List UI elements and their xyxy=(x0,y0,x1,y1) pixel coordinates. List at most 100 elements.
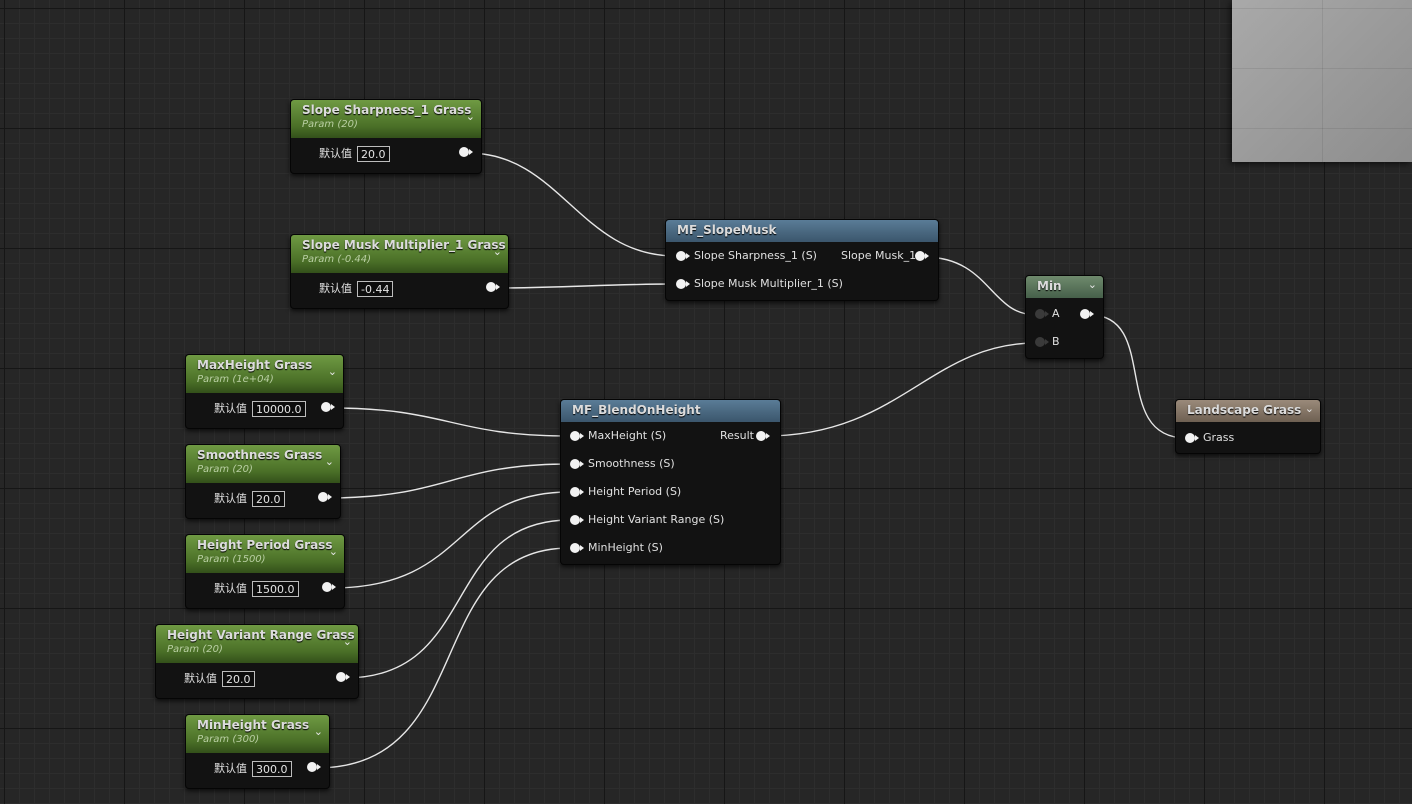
node-header[interactable]: Height Variant Range Grass Param (20) ⌄ xyxy=(156,625,358,663)
node-header[interactable]: MaxHeight Grass Param (1e+04) ⌄ xyxy=(186,355,343,393)
preview-viewport[interactable] xyxy=(1232,0,1412,162)
output-pin-result[interactable] xyxy=(756,431,770,441)
node-title: MaxHeight Grass xyxy=(197,358,313,372)
node-subtitle: Param (1500) xyxy=(197,554,266,565)
output-pin[interactable] xyxy=(307,762,321,772)
default-value-label: 默认值 xyxy=(319,282,352,295)
default-value-input[interactable]: 20.0 xyxy=(222,671,255,687)
node-title: MF_BlendOnHeight xyxy=(572,403,701,417)
param-node-height-period[interactable]: Height Period Grass Param (1500) ⌄ 默认值 1… xyxy=(185,534,345,609)
wire-min-to-landscape xyxy=(1089,314,1187,439)
node-header[interactable]: MF_BlendOnHeight xyxy=(561,400,780,422)
input-label: MinHeight (S) xyxy=(588,541,663,554)
chevron-down-icon[interactable]: ⌄ xyxy=(342,635,352,648)
input-pin-a[interactable] xyxy=(1035,309,1049,319)
input-pin-smoothness[interactable] xyxy=(570,459,584,469)
input-label: A xyxy=(1052,307,1060,320)
node-subtitle: Param (1e+04) xyxy=(197,374,274,385)
default-value-label: 默认值 xyxy=(214,402,247,415)
wire-height-variant xyxy=(344,519,571,679)
wire-smoothness xyxy=(325,463,571,499)
min-node[interactable]: Min ⌄ A B xyxy=(1025,275,1104,359)
default-value-label: 默认值 xyxy=(214,582,247,595)
input-label: Grass xyxy=(1203,431,1235,444)
input-label: Slope Musk Multiplier_1 (S) xyxy=(694,277,843,290)
output-label: Result xyxy=(720,429,754,442)
input-pin-height-period[interactable] xyxy=(570,487,584,497)
default-value-input[interactable]: 1500.0 xyxy=(252,581,299,597)
node-title: Height Variant Range Grass xyxy=(167,628,355,642)
node-header[interactable]: Smoothness Grass Param (20) ⌄ xyxy=(186,445,340,483)
input-label: Slope Sharpness_1 (S) xyxy=(694,249,817,262)
input-pin-height-variant-range[interactable] xyxy=(570,515,584,525)
default-value-input[interactable]: -0.44 xyxy=(357,281,394,297)
output-pin[interactable] xyxy=(318,492,332,502)
input-pin-min-height[interactable] xyxy=(570,543,584,553)
landscape-grass-node[interactable]: Landscape Grass ⌄ Grass xyxy=(1175,399,1321,454)
node-header[interactable]: Landscape Grass ⌄ xyxy=(1176,400,1320,422)
input-label: MaxHeight (S) xyxy=(588,429,667,442)
chevron-down-icon[interactable]: ⌄ xyxy=(327,365,337,378)
output-pin-min[interactable] xyxy=(1080,309,1094,319)
chevron-down-icon[interactable]: ⌄ xyxy=(313,725,323,738)
input-label: Smoothness (S) xyxy=(588,457,675,470)
wire-slope-musk-to-min-a xyxy=(923,256,1037,316)
default-value-label: 默认值 xyxy=(214,492,247,505)
node-header[interactable]: Slope Musk Multiplier_1 Grass Param (-0.… xyxy=(291,235,508,273)
node-title: Height Period Grass xyxy=(197,538,333,552)
output-pin[interactable] xyxy=(336,672,350,682)
chevron-down-icon[interactable]: ⌄ xyxy=(1087,278,1097,291)
chevron-down-icon[interactable]: ⌄ xyxy=(465,110,475,123)
node-title: Slope Musk Multiplier_1 Grass xyxy=(302,238,506,252)
function-node-blend-on-height[interactable]: MF_BlendOnHeight MaxHeight (S) Smoothnes… xyxy=(560,399,781,565)
default-value-input[interactable]: 20.0 xyxy=(357,146,390,162)
output-pin-slope-musk[interactable] xyxy=(915,251,929,261)
function-node-slope-musk[interactable]: MF_SlopeMusk Slope Sharpness_1 (S) Slope… xyxy=(665,219,939,301)
node-header[interactable]: Height Period Grass Param (1500) ⌄ xyxy=(186,535,344,573)
chevron-down-icon[interactable]: ⌄ xyxy=(492,245,502,258)
chevron-down-icon[interactable]: ⌄ xyxy=(328,545,338,558)
param-node-height-variant-range[interactable]: Height Variant Range Grass Param (20) ⌄ … xyxy=(155,624,359,699)
param-node-max-height[interactable]: MaxHeight Grass Param (1e+04) ⌄ 默认值 1000… xyxy=(185,354,344,429)
wire-maxheight xyxy=(329,407,571,437)
input-pin-max-height[interactable] xyxy=(570,431,584,441)
default-value-input[interactable]: 10000.0 xyxy=(252,401,306,417)
node-header[interactable]: Min ⌄ xyxy=(1026,276,1103,298)
default-value-input[interactable]: 20.0 xyxy=(252,491,285,507)
node-subtitle: Param (20) xyxy=(197,464,253,475)
output-pin[interactable] xyxy=(322,582,336,592)
param-node-min-height[interactable]: MinHeight Grass Param (300) ⌄ 默认值 300.0 xyxy=(185,714,330,789)
output-pin[interactable] xyxy=(459,147,473,157)
node-header[interactable]: Slope Sharpness_1 Grass Param (20) ⌄ xyxy=(291,100,481,138)
input-pin-grass[interactable] xyxy=(1185,433,1199,443)
node-header[interactable]: MF_SlopeMusk xyxy=(666,220,938,242)
wire-result-to-min-b xyxy=(764,342,1037,437)
node-title: Smoothness Grass xyxy=(197,448,323,462)
node-title: Slope Sharpness_1 Grass xyxy=(302,103,472,117)
node-subtitle: Param (20) xyxy=(167,644,223,655)
input-pin-slope-sharpness[interactable] xyxy=(676,251,690,261)
input-pin-b[interactable] xyxy=(1035,337,1049,347)
param-node-slope-musk-multiplier[interactable]: Slope Musk Multiplier_1 Grass Param (-0.… xyxy=(290,234,509,309)
node-title: Landscape Grass xyxy=(1187,403,1302,417)
default-value-input[interactable]: 300.0 xyxy=(252,761,292,777)
output-pin[interactable] xyxy=(321,402,335,412)
node-title: MinHeight Grass xyxy=(197,718,310,732)
chevron-down-icon[interactable]: ⌄ xyxy=(1304,402,1314,415)
input-label: Height Variant Range (S) xyxy=(588,513,725,526)
input-label: B xyxy=(1052,335,1060,348)
output-pin[interactable] xyxy=(486,282,500,292)
wire-height-period xyxy=(330,491,571,589)
param-node-slope-sharpness[interactable]: Slope Sharpness_1 Grass Param (20) ⌄ 默认值… xyxy=(290,99,482,174)
node-header[interactable]: MinHeight Grass Param (300) ⌄ xyxy=(186,715,329,753)
default-value-label: 默认值 xyxy=(214,762,247,775)
default-value-label: 默认值 xyxy=(319,147,352,160)
chevron-down-icon[interactable]: ⌄ xyxy=(324,455,334,468)
node-subtitle: Param (300) xyxy=(197,734,260,745)
param-node-smoothness[interactable]: Smoothness Grass Param (20) ⌄ 默认值 20.0 xyxy=(185,444,341,519)
node-title: Min xyxy=(1037,279,1062,293)
default-value-label: 默认值 xyxy=(184,672,217,685)
input-label: Height Period (S) xyxy=(588,485,682,498)
input-pin-slope-multiplier[interactable] xyxy=(676,279,690,289)
node-subtitle: Param (-0.44) xyxy=(302,254,371,265)
